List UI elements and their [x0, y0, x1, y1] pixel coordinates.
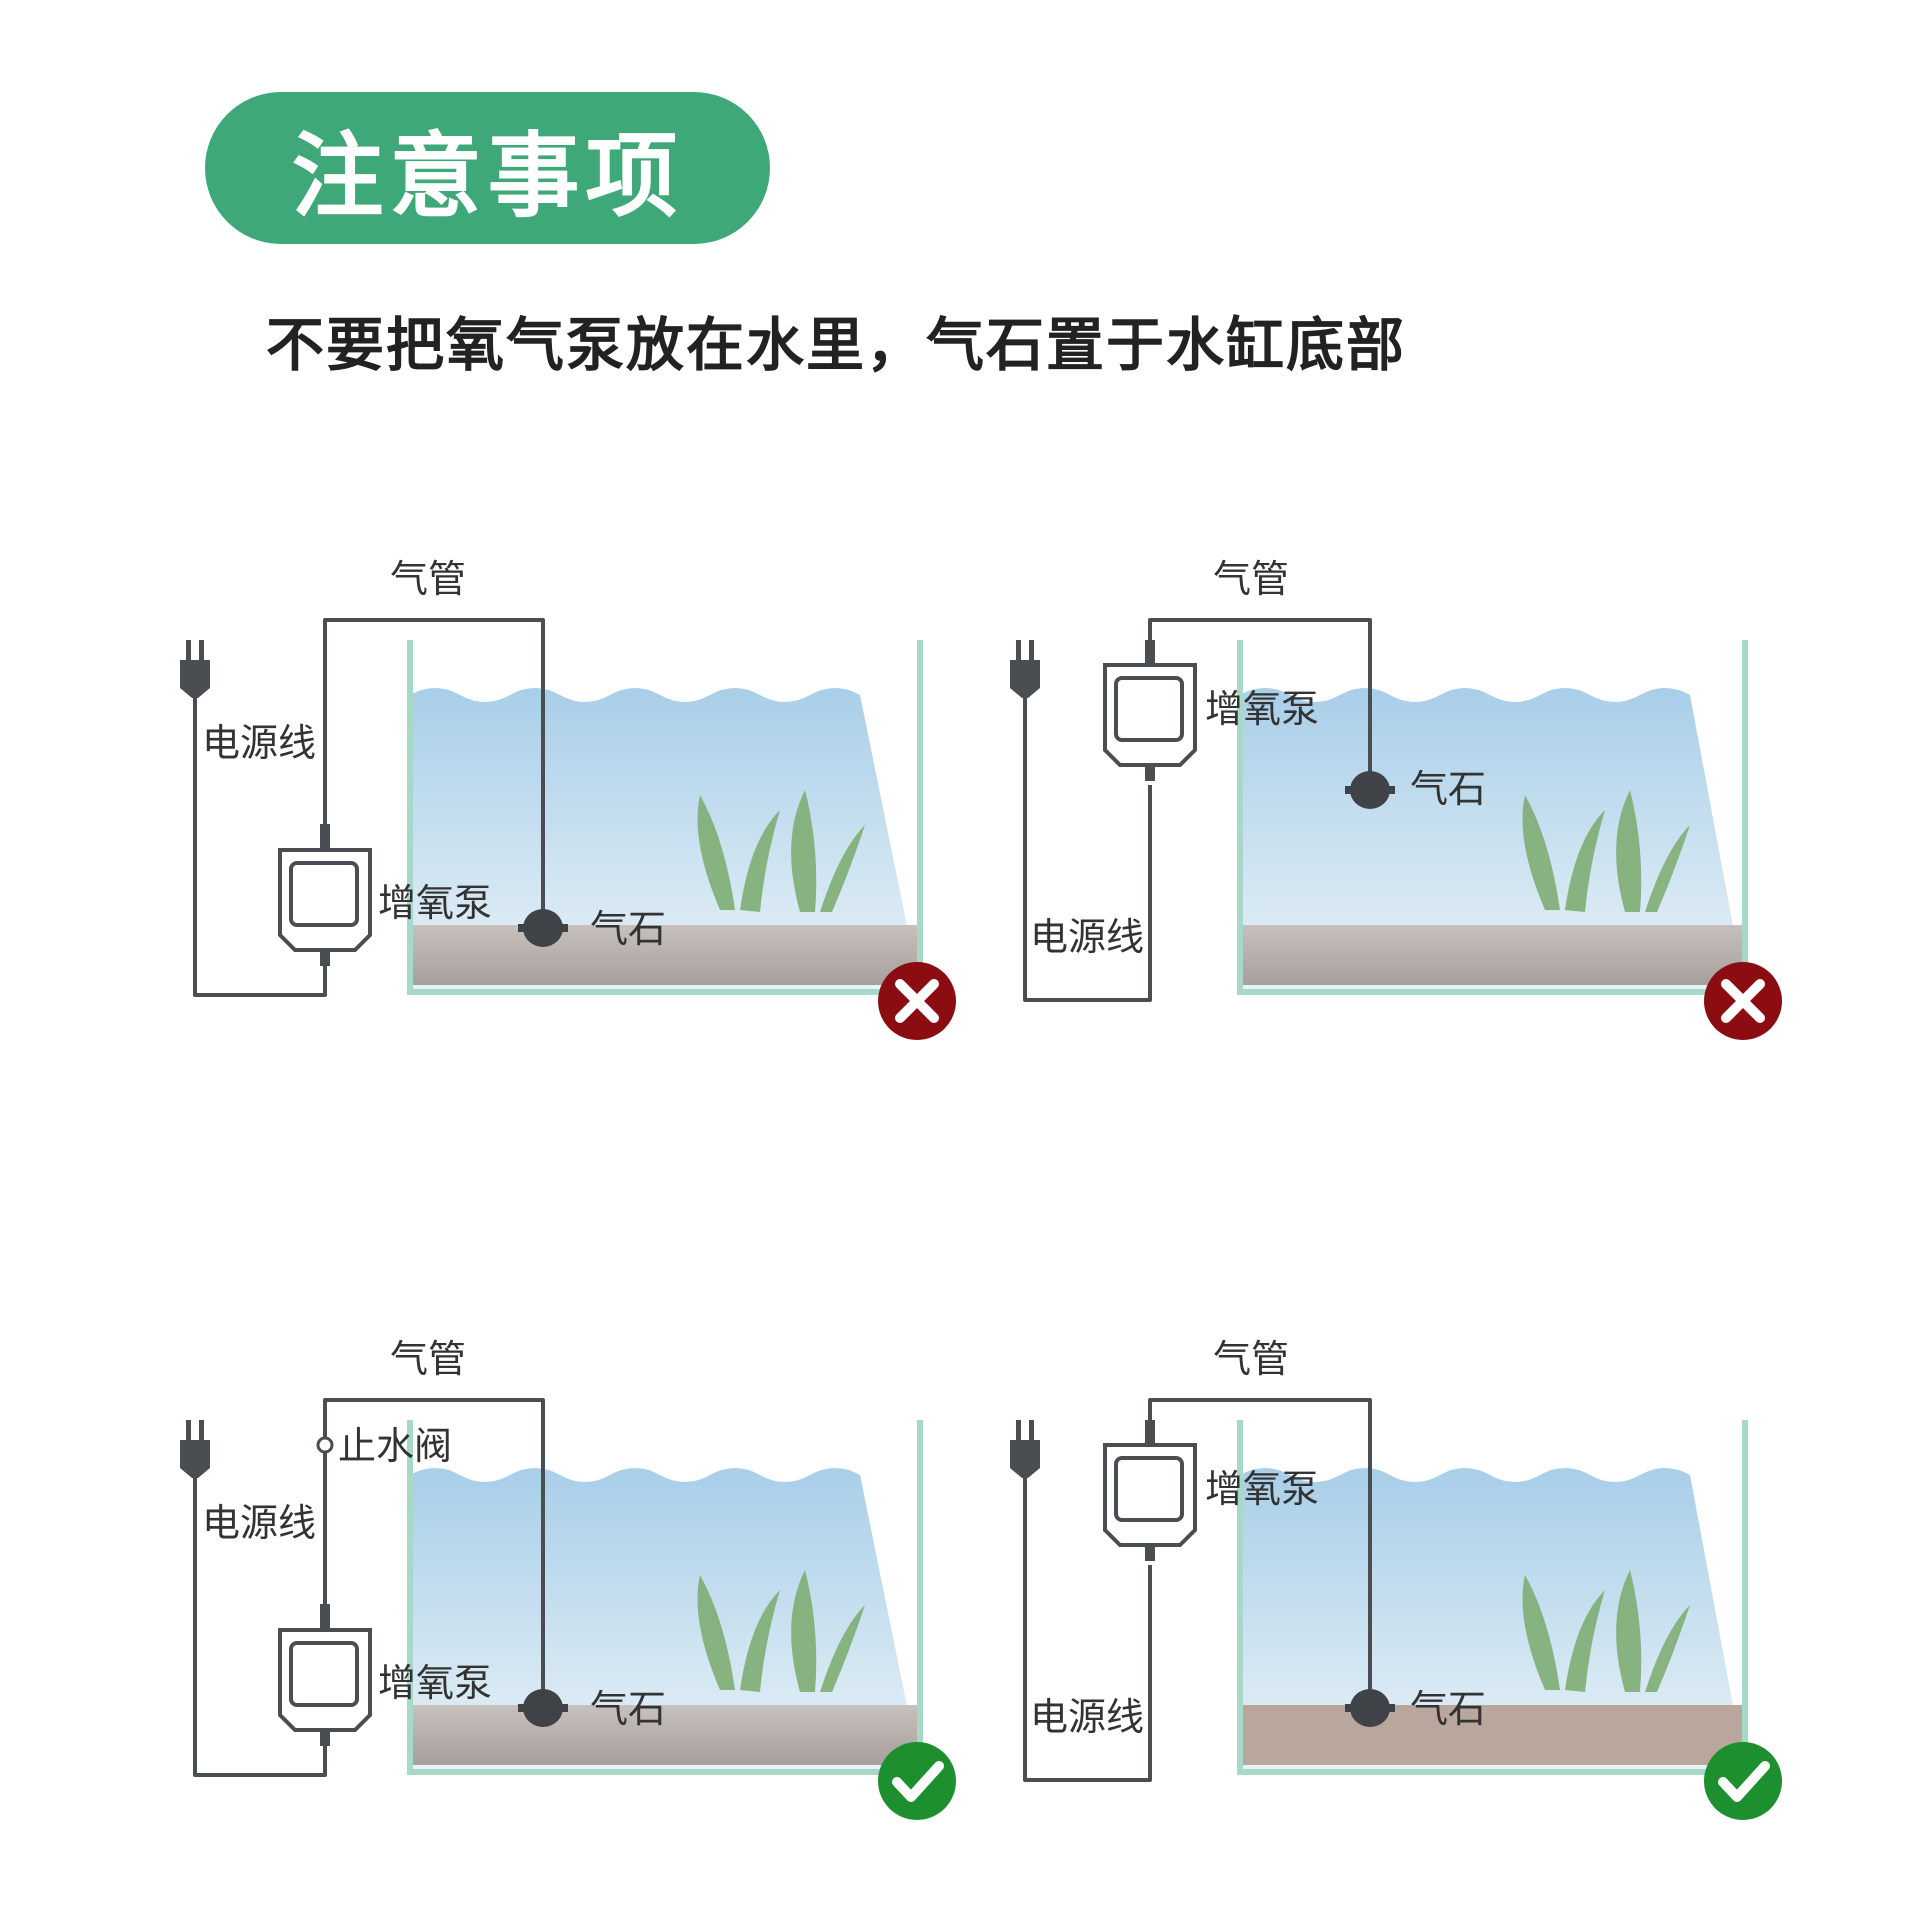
- air-tube: [323, 1398, 545, 1705]
- pump-label: 增氧泵: [1205, 687, 1320, 731]
- air-stone-label: 气石: [590, 1687, 667, 1731]
- subtitle: 不要把氧气泵放在水里，气石置于水缸底部: [266, 311, 1407, 379]
- valve-label: 止水阀: [338, 1424, 453, 1468]
- diagram-right-pump-above: 气管 增氧泵 电源线 气石: [985, 1320, 1785, 1880]
- air-stone-label: 气石: [590, 907, 667, 951]
- diagram-right-with-valve: 气管 止水阀 电源线 增氧泵 气石: [160, 1320, 960, 1880]
- power-cord: [1023, 698, 1152, 1002]
- power-cord-label: 电源线: [202, 721, 317, 765]
- pump-label: 增氧泵: [1205, 1467, 1320, 1511]
- air-tube-label: 气管: [1213, 1337, 1290, 1381]
- diagram-wrong-stone-floating: 气管 增氧泵 气石 电源线: [985, 540, 1785, 1100]
- power-cord-label: 电源线: [1030, 1695, 1145, 1739]
- air-stone-label: 气石: [1410, 1687, 1487, 1731]
- pump-icon: [278, 1604, 372, 1746]
- plug-icon: [1010, 1420, 1040, 1478]
- power-cord-label: 电源线: [1030, 915, 1145, 959]
- power-cord: [193, 1478, 327, 1777]
- cross-icon: [878, 962, 956, 1040]
- check-icon: [878, 1742, 956, 1820]
- check-icon: [1704, 1742, 1782, 1820]
- air-stone-icon: [518, 909, 568, 947]
- title-badge: 注意事项: [205, 92, 770, 244]
- power-cord-label: 电源线: [202, 1501, 317, 1545]
- diagram-wrong-pump-in-water: 气管 电源线 增氧泵 气石: [160, 540, 960, 1100]
- valve-icon: [316, 1436, 334, 1454]
- air-stone-icon: [1345, 1689, 1395, 1727]
- plug-icon: [1010, 640, 1040, 698]
- plug-icon: [180, 1420, 210, 1478]
- pump-label: 增氧泵: [378, 1661, 493, 1705]
- power-cord: [193, 698, 327, 997]
- air-stone-label: 气石: [1410, 767, 1487, 811]
- air-stone-icon: [1345, 771, 1395, 809]
- air-stone-icon: [518, 1689, 568, 1727]
- power-cord: [1023, 1478, 1152, 1782]
- title-text: 注意事项: [291, 122, 684, 230]
- pump-icon: [278, 824, 372, 966]
- air-tube: [323, 618, 545, 925]
- air-tube-label: 气管: [390, 1337, 467, 1381]
- air-tube-label: 气管: [390, 557, 467, 601]
- cross-icon: [1704, 962, 1782, 1040]
- pump-icon: [1103, 640, 1197, 781]
- aquarium-tank: [1237, 640, 1748, 995]
- air-tube-label: 气管: [1213, 557, 1290, 601]
- plug-icon: [180, 640, 210, 698]
- pump-label: 增氧泵: [378, 881, 493, 925]
- pump-icon: [1103, 1420, 1197, 1561]
